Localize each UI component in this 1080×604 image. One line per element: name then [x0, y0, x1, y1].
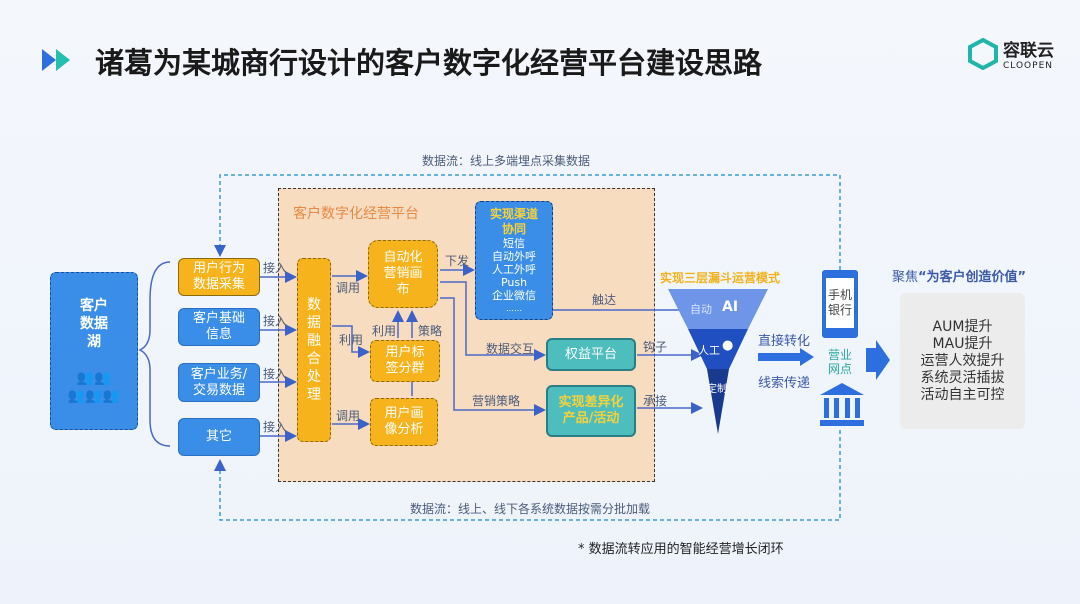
edge-label: 下发 — [445, 254, 470, 268]
funnel-auto: 自动 — [690, 303, 712, 316]
flow-top-label: 数据流：线上多端埋点采集数据 — [422, 154, 591, 168]
edge-label: 数据交互 — [486, 342, 535, 356]
edge-label: 利用 — [372, 324, 397, 338]
source-behavior: 用户行为数据采集 — [178, 258, 260, 296]
diff-products: 实现差异化产品/活动 — [546, 385, 636, 437]
focus-title: 聚焦“为客户创造价值” — [892, 270, 1027, 285]
edge-label: 触达 — [592, 293, 617, 307]
funnel-title: 实现三层漏斗运营模式 — [660, 271, 781, 285]
edge-label: 利用 — [339, 333, 364, 347]
source-other: 其它 — [178, 418, 260, 456]
bank-icon — [820, 383, 864, 426]
data-lake: 客户数据湖 👥👥👥👥👥 — [50, 272, 138, 430]
user-tagging: 用户标签分群 — [370, 340, 440, 382]
conversion-top: 直接转化 — [758, 334, 811, 349]
platform-title: 客户数字化经营平台 — [293, 206, 419, 222]
rights-platform: 权益平台 — [546, 338, 636, 371]
edge-label: 接入 — [263, 420, 288, 434]
page-title: 诸葛为某城商行设计的客户数字化经营平台建设思路 — [95, 46, 763, 80]
marketing-canvas: 自动化营销画布 — [368, 240, 438, 308]
funnel — [668, 289, 768, 434]
big-arrow-icon — [866, 340, 890, 380]
branch-label: 营业网点 — [827, 348, 852, 376]
edge-label: 营销策略 — [472, 394, 521, 408]
agent-icon: ● — [722, 338, 734, 353]
funnel-manual: 人工 — [698, 344, 720, 357]
funnel-custom: 定制 — [707, 384, 727, 395]
play-arrows-icon — [42, 49, 76, 75]
source-transaction: 客户业务/交易数据 — [178, 363, 260, 402]
edge-label: 承接 — [643, 394, 668, 408]
funnel-ai: AI — [722, 299, 739, 315]
data-fusion: 数据融合处理 — [297, 258, 331, 442]
edge-label: 调用 — [336, 409, 361, 423]
people-icon: 👥👥👥👥👥 — [67, 370, 121, 404]
edge-label: 策略 — [418, 324, 443, 338]
phone-icon: 手机银行 — [822, 270, 858, 338]
user-portrait: 用户画像分析 — [370, 398, 438, 446]
right-arrow-icon — [758, 348, 814, 366]
logo-icon — [968, 37, 998, 70]
edge-label: 接入 — [263, 367, 288, 381]
flow-bottom-label: 数据流：线上、线下各系统数据按需分批加载 — [410, 502, 651, 516]
source-basic: 客户基础信息 — [178, 308, 260, 346]
edge-label: 接入 — [263, 261, 288, 275]
edge-label: 接入 — [263, 314, 288, 328]
edge-label: 调用 — [336, 281, 361, 295]
footnote: * 数据流转应用的智能经营增长闭环 — [578, 542, 784, 557]
edge-label: 钩子 — [643, 340, 668, 354]
conversion-bottom: 线索传递 — [758, 376, 811, 391]
